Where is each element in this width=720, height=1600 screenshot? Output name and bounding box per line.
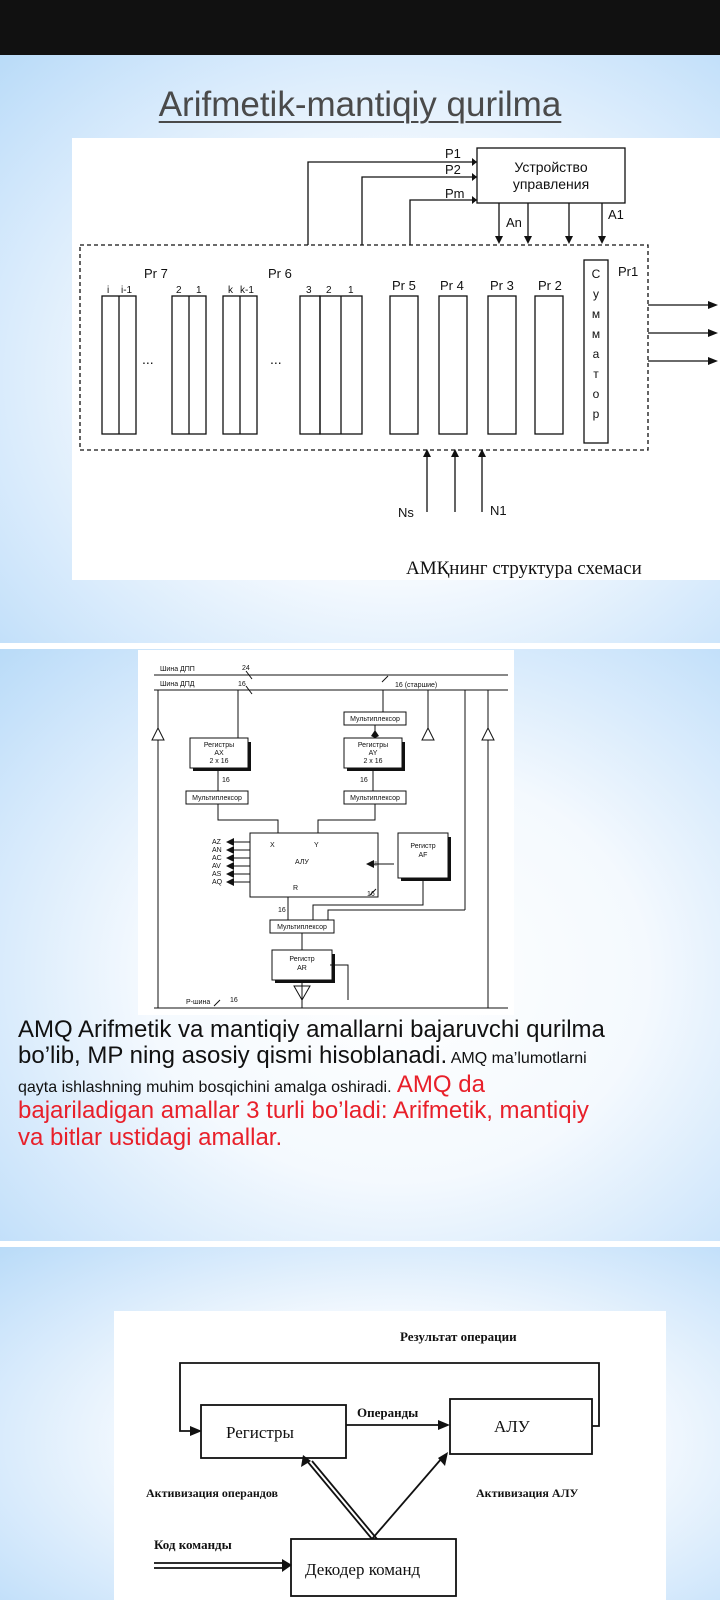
ellipsis: ... [142,351,154,367]
para-line-5: va bitlar ustidagi amallar. [18,1123,283,1151]
ci-label: CI [370,861,377,868]
bit-label: 2 [326,285,332,296]
top-status-bar [0,0,720,55]
adder-letter: а [593,347,600,361]
mux-label: Мультиплексор [277,924,327,931]
pr2-label: Pr 2 [538,278,562,293]
adder-letter: м [592,307,600,321]
reg-ax-name: AX [214,750,224,757]
diagram-caption: АМҚнинг структура схемаси [406,558,642,579]
flag-as: AS [212,871,222,878]
pr5-label: Pr 5 [392,278,416,293]
bit-label: k-1 [240,285,254,296]
reg-ay-name: AY [369,750,378,757]
p1-label: P1 [445,146,461,161]
decoder-label: Декодер команд [305,1560,421,1579]
activate-alu-label: Активизация АЛУ [476,1486,579,1500]
mux-label: Мультиплексор [350,795,400,802]
control-unit-label-2: управления [513,176,589,192]
reg-af-name: AF [419,852,428,859]
bit-label: 3 [306,285,312,296]
width-16: 16 [222,777,230,784]
adder-letter: о [593,387,600,401]
ellipsis: ... [270,351,282,367]
bit-label: i-1 [121,285,133,296]
reg-ay-size: 2 x 16 [363,758,382,765]
adder-letter: у [593,287,599,301]
reg-ar-label: Регистр [289,956,314,963]
width-16: 16 [278,907,286,914]
pm-label: Pm [445,186,465,201]
bit-label: k [228,285,234,296]
slide-alu-structure: Arifmetik-mantiqiy qurilma [0,55,720,643]
flag-av: AV [212,863,221,870]
bus-dpd-label: Шина ДПД [160,681,195,688]
slide-title: Arifmetik-mantiqiy qurilma [158,85,562,124]
reg-ar-name: AR [297,965,307,972]
width-16: 16 [238,681,246,688]
an-label: An [506,215,522,230]
command-code-label: Код команды [154,1537,232,1552]
reg-ax-size: 2 x 16 [209,758,228,765]
pr1-label: Pr1 [618,264,638,279]
operands-label: Операнды [357,1405,418,1420]
flag-an: AN [212,847,222,854]
adder-letter: С [592,267,601,281]
bit-label: 1 [196,285,202,296]
bit-label: 2 [176,285,182,296]
para-line-1: AMQ Arifmetik va mantiqiy amallarni baja… [18,1016,605,1043]
width-16-high: 16 (старшие) [395,682,437,689]
alu-block-diagram: Шина ДПП Шина ДПД 24 16 16 (старшие) Мул… [138,650,514,1015]
reg-ax-label: Регистры [204,742,234,749]
flag-ac: AC [212,855,222,862]
mux-label: Мультиплексор [192,795,242,802]
r-bus-label: Р-шина [186,999,210,1006]
para-line-2: bo’lib, MP ning asosiy qismi hisoblanadi… [18,1042,448,1070]
activate-operands-label: Активизация операндов [146,1486,279,1500]
pr4-label: Pr 4 [440,278,464,293]
pr6-label: Pr 6 [268,266,292,281]
n1-label: N1 [490,503,507,518]
width-16: 16 [367,891,375,898]
width-24: 24 [242,665,250,672]
para-line-2-small: AMQ ma’lumotlarni [447,1050,587,1068]
reg-af-label: Регистр [410,843,435,850]
slide-alu-description: Шина ДПП Шина ДПД 24 16 16 (старшие) Мул… [0,649,720,1241]
reg-ay-label: Регистры [358,742,388,749]
mux-label: Мультиплексор [350,716,400,723]
alu-y: Y [314,842,319,849]
alu-label: АЛУ [494,1417,531,1436]
alu-name: АЛУ [295,859,309,866]
registers-label: Регистры [226,1423,295,1442]
a1-label: A1 [608,207,624,222]
alu-flow-diagram: Результат операции Регистры Операнды АЛУ… [114,1311,666,1600]
bit-label: 1 [348,285,354,296]
ns-label: Ns [398,505,414,520]
pr7-label: Pr 7 [144,266,168,281]
para-line-3-small: qayta ishlashning muhim bosqichini amalg… [18,1078,392,1096]
adder-letter: т [593,367,599,381]
para-line-4: bajariladigan amallar 3 turli bo’ladi: A… [18,1097,589,1125]
p2-label: P2 [445,162,461,177]
adder-letter: р [593,407,600,421]
flag-az: AZ [212,839,222,846]
width-16: 16 [230,997,238,1004]
alu-x: X [270,842,275,849]
control-unit-label-1: Устройство [514,159,587,175]
para-line-3-red: AMQ da [391,1070,485,1098]
adder-letter: м [592,327,600,341]
width-16: 16 [360,777,368,784]
slide-alu-flow: Результат операции Регистры Операнды АЛУ… [0,1247,720,1600]
structure-diagram: Устройство управления P1 P2 Pm An A1 Pr … [72,138,720,580]
result-label: Результат операции [400,1329,517,1344]
bit-label: i [107,285,109,296]
flag-aq: AQ [212,879,223,886]
alu-description-paragraph: AMQ Arifmetik va mantiqiy amallarni baja… [18,1016,720,1151]
bus-dpp-label: Шина ДПП [160,666,195,673]
alu-r: R [293,885,298,892]
pr3-label: Pr 3 [490,278,514,293]
